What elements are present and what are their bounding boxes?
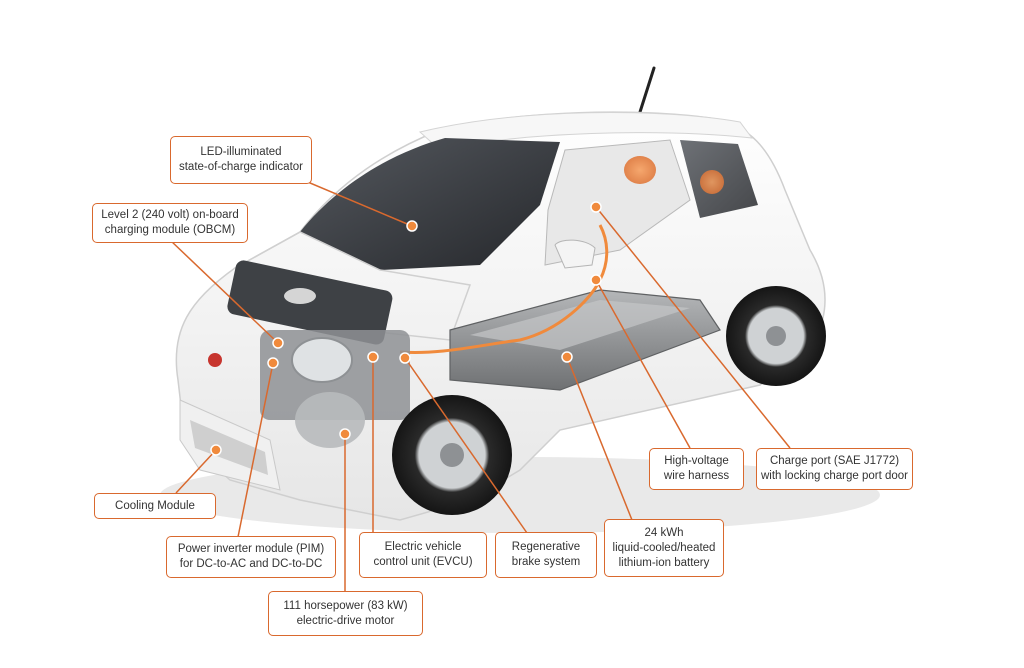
callout-harness-line1: High-voltage [664,455,729,467]
dot-evcu [367,351,379,363]
dot-cooling [210,444,222,456]
seat-highlight-front [624,156,656,184]
callout-motor: 111 horsepower (83 kW) electric-drive mo… [268,591,423,636]
roof [418,112,754,151]
callout-harness-line2: wire harness [663,470,730,482]
leader-cooling [175,449,217,494]
rear-wheel-hub [766,326,786,346]
dot-led [406,220,418,232]
front-badge [208,353,222,367]
high-voltage-cable [399,224,609,354]
leader-harness [595,279,691,449]
dot-motor [339,428,351,440]
dot-obcm [272,337,284,349]
leader-brake [404,357,528,534]
dot-pim [267,357,279,369]
callout-obcm: Level 2 (240 volt) on-board charging mod… [92,203,248,243]
obcm-badge [284,288,316,304]
headlight [291,337,353,383]
callout-cooling-line1: Cooling Module [115,499,195,512]
callout-brake: Regenerative brake system [495,532,597,578]
callout-obcm-line1: Level 2 (240 volt) on-board [101,209,239,221]
front-wheel-hub [440,443,464,467]
callout-battery: 24 kWh liquid-cooled/heated lithium-ion … [604,519,724,577]
dot-charge [590,201,602,213]
leader-pim [237,362,274,538]
callout-charge-port-line2: with locking charge port door [760,470,909,482]
callout-led-indicator-line2: state-of-charge indicator [178,161,303,173]
leader-battery [566,356,633,521]
seat-highlight-rear [700,170,724,194]
callout-brake-line1: Regenerative [511,541,581,553]
dot-brake [399,352,411,364]
callout-led-indicator-line1: LED-illuminated [200,146,282,158]
windshield [300,138,560,270]
callout-charge-port: Charge port (SAE J1772) with locking cha… [756,448,913,490]
callout-led-indicator: LED-illuminated state-of-charge indicato… [170,136,312,184]
callout-motor-line1: 111 horsepower (83 kW) [283,599,408,612]
callout-pim-line1: Power inverter module (PIM) [177,543,325,555]
callout-charge-port-line1: Charge port (SAE J1772) [769,455,900,467]
leader-dots [210,201,602,456]
callout-pim-line2: for DC-to-AC and DC-to-DC [179,558,323,570]
callout-evcu-line1: Electric vehicle [384,541,462,553]
side-mirror [554,239,596,269]
callout-motor-line2: electric-drive motor [296,614,395,627]
callout-cooling-module: Cooling Module [94,493,216,519]
dot-battery [561,351,573,363]
obcm-module [227,260,393,345]
callout-evcu: Electric vehicle control unit (EVCU) [359,532,487,578]
leader-charge [595,206,791,449]
motor-housing [295,392,365,448]
callout-brake-line2: brake system [511,556,581,568]
callout-evcu-line2: control unit (EVCU) [373,556,473,568]
callout-obcm-line2: charging module (OBCM) [104,224,236,236]
callout-battery-line1: 24 kWh [644,526,684,539]
dot-harness [590,274,602,286]
leader-obcm [169,239,279,344]
antenna [638,66,656,114]
callout-pim: Power inverter module (PIM) for DC-to-AC… [166,536,336,578]
leader-lines [169,171,791,592]
grille [190,420,268,475]
callout-harness: High-voltage wire harness [649,448,744,490]
callout-battery-line3: lithium-ion battery [618,556,710,569]
callout-battery-line2: liquid-cooled/heated [612,541,716,554]
